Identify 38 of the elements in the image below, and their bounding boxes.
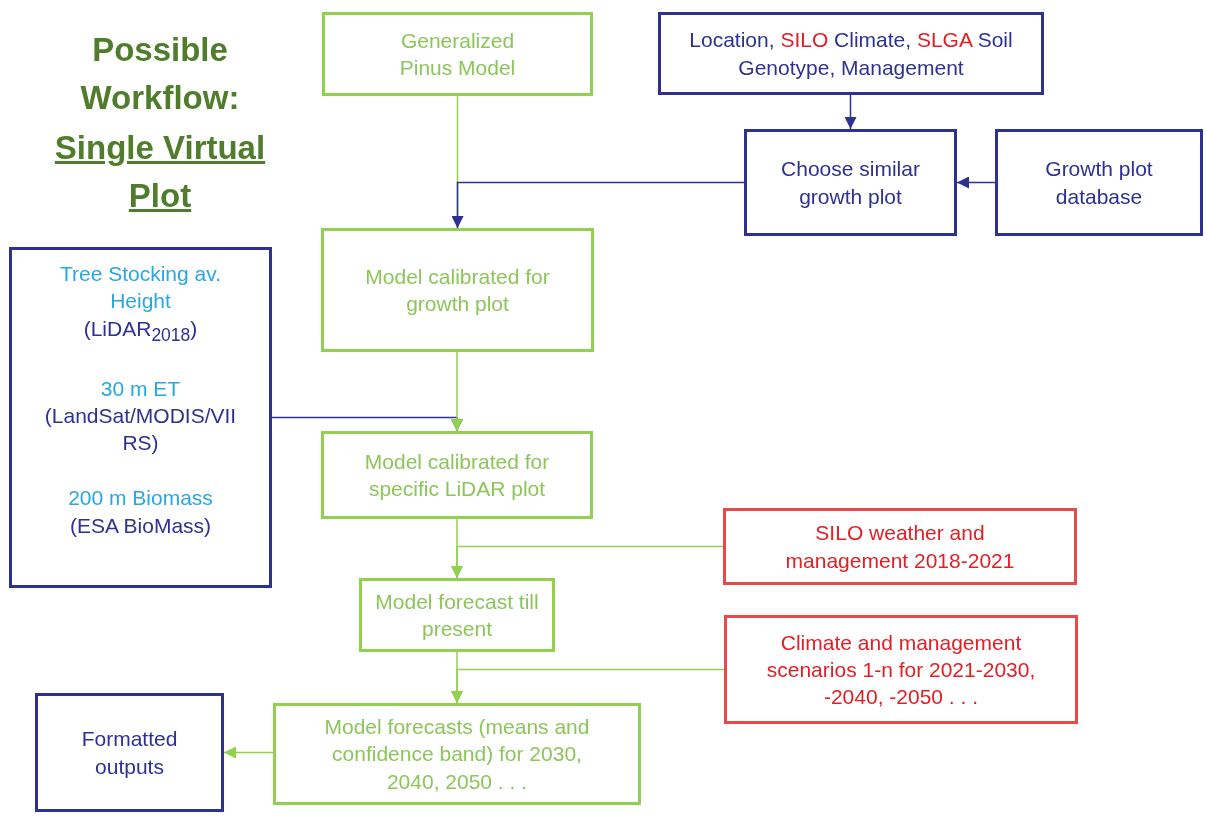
subtitle: Single Virtual Plot [53, 128, 267, 216]
title: Possible Workflow: [79, 30, 241, 118]
node-text: Model forecast till present [374, 588, 540, 642]
source-text: (LandSat/MODIS/VIIRS) [43, 402, 238, 457]
measure-text: 200 m Biomass [67, 485, 214, 512]
data-source-box [9, 247, 272, 588]
source-text: (ESA BioMass) [68, 512, 213, 539]
forecast-box [273, 703, 641, 805]
node-text: Location, SILO Climate, SLGA Soil Genotype, Management [688, 27, 1014, 81]
node-text: Model calibrated for specific LiDAR plot [363, 448, 551, 502]
database-box [995, 129, 1203, 236]
arrow [451, 181, 745, 229]
arrow [451, 518, 463, 579]
arrow [451, 651, 463, 704]
node-text: Model calibrated for growth plot [364, 263, 551, 317]
node-text: Formatted outputs [80, 726, 179, 780]
model-box [321, 431, 593, 519]
scenario-box [724, 615, 1078, 724]
input-box [658, 12, 1044, 95]
measure-text: 30 m ET [99, 375, 182, 402]
node-text: Growth plot database [1044, 156, 1154, 210]
model-box [359, 578, 555, 652]
node-text: Model forecasts (means and confidence band) for 2030, 2040, 2050 . . . [323, 714, 591, 795]
arrow [844, 94, 857, 130]
node-text: Generalized Pinus Model [398, 27, 517, 81]
arrow [223, 746, 274, 759]
arrow [451, 351, 463, 432]
node-text: Choose similar growth plot [780, 156, 921, 210]
process-box [744, 129, 957, 236]
measure-text: Tree Stocking av. Height [58, 261, 223, 315]
node-text: Climate and management scenarios 1-n for 2021-2030, -2040, -2050 . . . [765, 629, 1037, 711]
arrow [956, 176, 996, 189]
node-text: SILO weather and management 2018-2021 [784, 520, 1016, 574]
weather-box [723, 508, 1077, 585]
model-box [322, 12, 593, 96]
source-text: (LiDAR$_{2018}$) [82, 315, 199, 347]
model-box [321, 228, 594, 352]
output-box [35, 693, 224, 812]
